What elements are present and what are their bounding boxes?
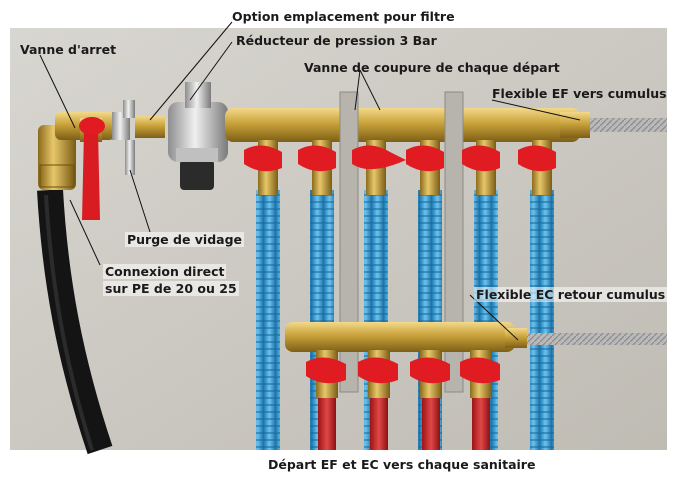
ec-flexible-hose (527, 333, 667, 345)
caption: Départ EF et EC vers chaque sanitaire (268, 457, 536, 472)
ec-valve-row (306, 350, 500, 398)
leader-lines (39, 21, 581, 341)
ec-manifold-bar (285, 322, 515, 352)
ef-flexible-hose (590, 118, 667, 132)
red-pipe-3 (422, 395, 440, 450)
ef-manifold-bar (225, 108, 580, 142)
label-connexion-line2: sur PE de 20 ou 25 (103, 281, 239, 296)
blue-pipe-6 (530, 190, 554, 450)
blue-pipe-1 (256, 190, 280, 450)
pressure-reducer (168, 102, 228, 162)
black-pe-pipe (37, 189, 113, 455)
label-flexible-ec: Flexible EC retour cumulus (474, 287, 668, 302)
shut-off-valve-handle (82, 130, 100, 220)
label-option-filtre: Option emplacement pour filtre (232, 9, 455, 24)
red-pipe-1 (318, 395, 336, 450)
label-vanne-coupure: Vanne de coupure de chaque départ (304, 60, 560, 75)
filter-slot (135, 116, 165, 138)
label-flexible-ef: Flexible EF vers cumulus (492, 86, 667, 101)
label-reducteur: Réducteur de pression 3 Bar (236, 33, 437, 48)
support-bracket-left (339, 91, 359, 393)
drain-purge-valve (112, 112, 130, 140)
support-bracket-right (444, 91, 464, 393)
label-connexion-line1: Connexion direct (103, 264, 227, 279)
label-vanne-arret: Vanne d'arret (20, 42, 117, 57)
red-pipe-2 (370, 395, 388, 450)
label-purge: Purge de vidage (125, 232, 245, 247)
red-pipe-4 (472, 395, 490, 450)
ef-valve-row (244, 140, 556, 195)
